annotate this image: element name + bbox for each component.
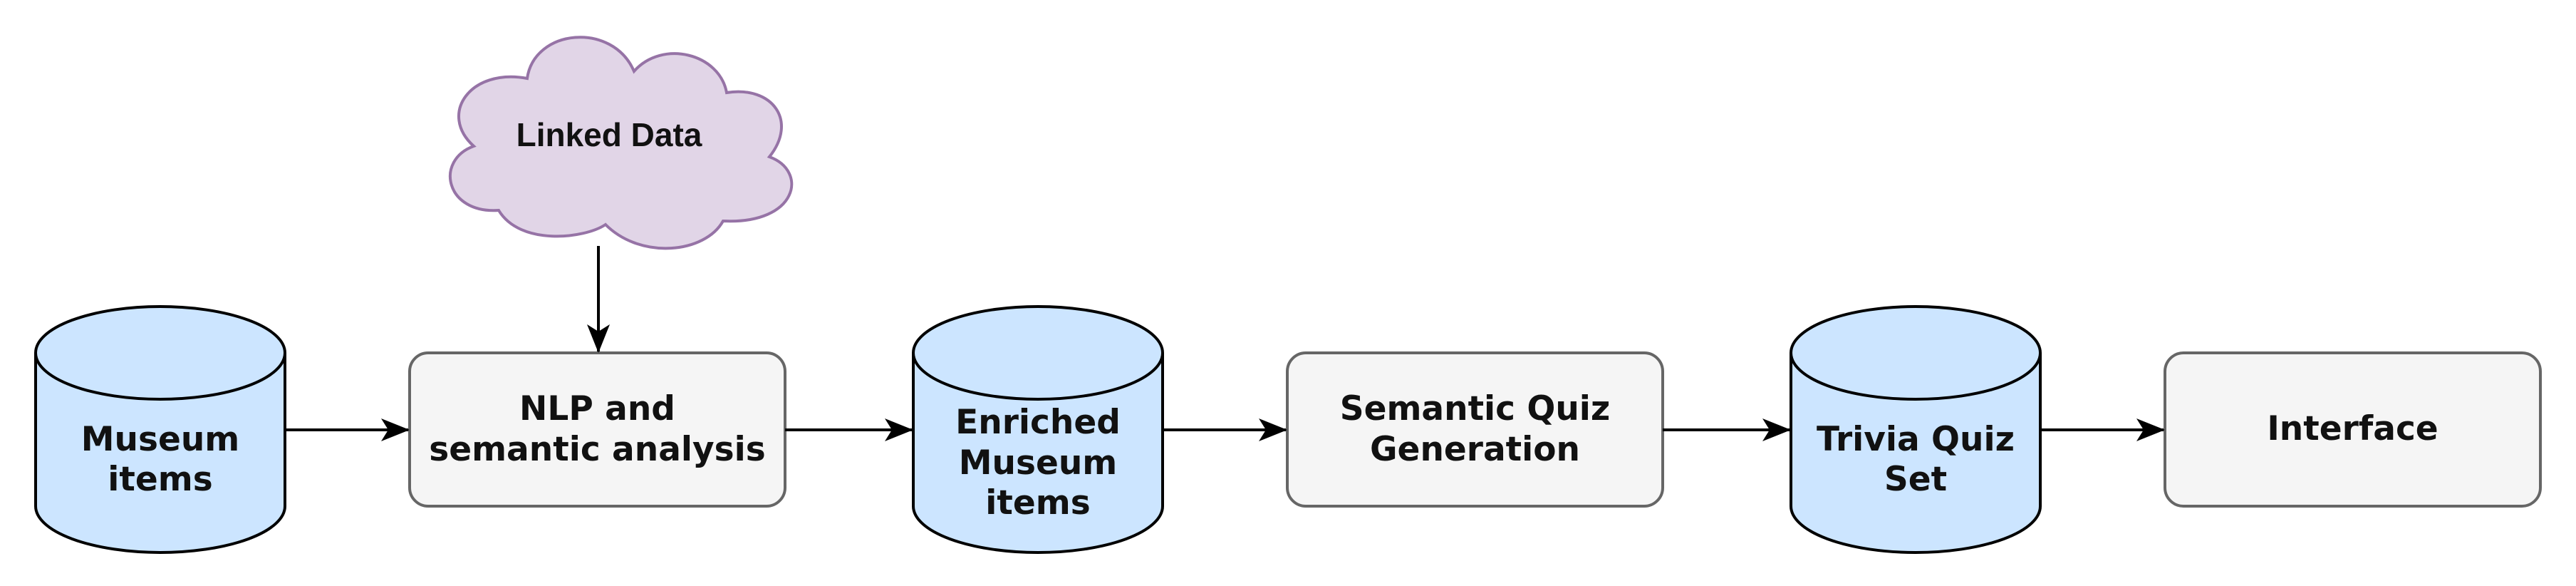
trivia-quiz-set-cylinder (1790, 305, 2042, 554)
interface-label: Interface (2267, 409, 2439, 449)
linked-data-label: Linked Data (516, 116, 702, 154)
trivia-label: Trivia Quiz Set (1817, 419, 2015, 499)
enriched-label: Enriched Museum items (955, 403, 1121, 523)
enriched-museum-items-cylinder (912, 305, 1164, 554)
museum-items-label: Museum items (80, 419, 240, 499)
museum-items-cylinder (34, 305, 286, 554)
linked-data-cloud (448, 36, 794, 250)
quiz-generation-label: Semantic Quiz Generation (1339, 389, 1611, 469)
interface-box (2164, 351, 2542, 508)
nlp-label: NLP and semantic analysis (429, 389, 766, 469)
